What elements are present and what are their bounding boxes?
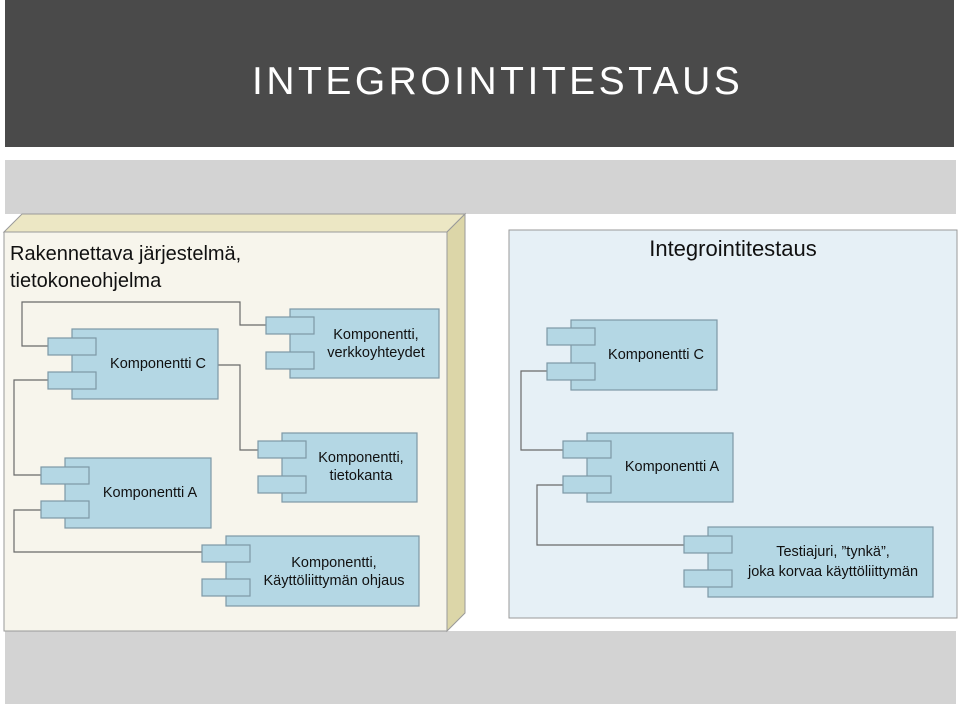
top-band (5, 160, 956, 214)
component-a: Komponentti A (40, 457, 212, 529)
connector-test-a-driver (536, 484, 684, 546)
test-component-a: Komponentti A (562, 432, 734, 503)
component-ui-label-line2: Käyttöliittymän ohjaus (263, 573, 404, 589)
test-box: Integrointitestaus Komponentti C Kompone… (508, 229, 958, 619)
test-driver-component: Testiajuri, ”tynkä”, joka korvaa käyttöl… (683, 526, 934, 598)
component-ui-body (225, 535, 420, 607)
component-ui-port-top (201, 544, 251, 563)
component-c-port-top (47, 337, 97, 356)
connector-c-network (21, 301, 266, 347)
system-box-top-face (2, 213, 467, 233)
system-box-title-line2: tietokoneohjelma (10, 270, 162, 292)
test-driver-label-line1: Testiajuri, ”tynkä”, (776, 544, 890, 560)
component-c-label: Komponentti C (110, 356, 206, 372)
connector-c-database (218, 364, 258, 451)
test-box-title: Integrointitestaus (649, 236, 817, 261)
component-c: Komponentti C (47, 328, 219, 400)
test-driver-body (707, 526, 934, 598)
component-network: Komponentti, verkkoyhteydet (265, 308, 440, 379)
component-database-port-bottom (257, 475, 307, 494)
component-network-label-line1: Komponentti, (333, 327, 418, 343)
test-driver-port-bottom (683, 569, 733, 588)
connector-c-a (13, 379, 48, 476)
test-component-a-port-bottom (562, 475, 612, 494)
component-ui: Komponentti, Käyttöliittymän ohjaus (201, 535, 420, 607)
test-component-a-label: Komponentti A (625, 459, 720, 475)
test-component-c-port-top (546, 327, 596, 346)
component-c-port-bottom (47, 371, 97, 390)
connector-a-ui (13, 509, 202, 553)
component-database-label-line2: tietokanta (330, 468, 394, 484)
component-a-label: Komponentti A (103, 485, 198, 501)
component-network-label-line2: verkkoyhteydet (327, 345, 425, 361)
component-database: Komponentti, tietokanta (257, 432, 418, 503)
test-component-c: Komponentti C (546, 319, 718, 391)
test-driver-label-line2: joka korvaa käyttöliittymän (747, 564, 918, 580)
bottom-band (5, 631, 956, 704)
slide-title: INTEGROINTITESTAUS (252, 60, 744, 103)
system-box: Rakennettava järjestelmä, tietokoneohjel… (2, 212, 467, 633)
slide-header (5, 0, 954, 147)
component-ui-label-line1: Komponentti, (291, 555, 376, 571)
component-network-port-top (265, 316, 315, 335)
component-a-port-bottom (40, 500, 90, 519)
component-ui-port-bottom (201, 578, 251, 597)
component-network-body (289, 308, 440, 379)
component-database-port-top (257, 440, 307, 459)
test-driver-port-top (683, 535, 733, 554)
component-database-label-line1: Komponentti, (318, 450, 403, 466)
system-box-title-line1: Rakennettava järjestelmä, (10, 243, 241, 265)
component-network-port-bottom (265, 351, 315, 370)
system-box-side-face (446, 212, 466, 633)
test-component-a-port-top (562, 440, 612, 459)
connector-test-c-a (520, 370, 563, 451)
test-component-c-port-bottom (546, 362, 596, 381)
component-a-port-top (40, 466, 90, 485)
test-component-c-label: Komponentti C (608, 347, 704, 363)
